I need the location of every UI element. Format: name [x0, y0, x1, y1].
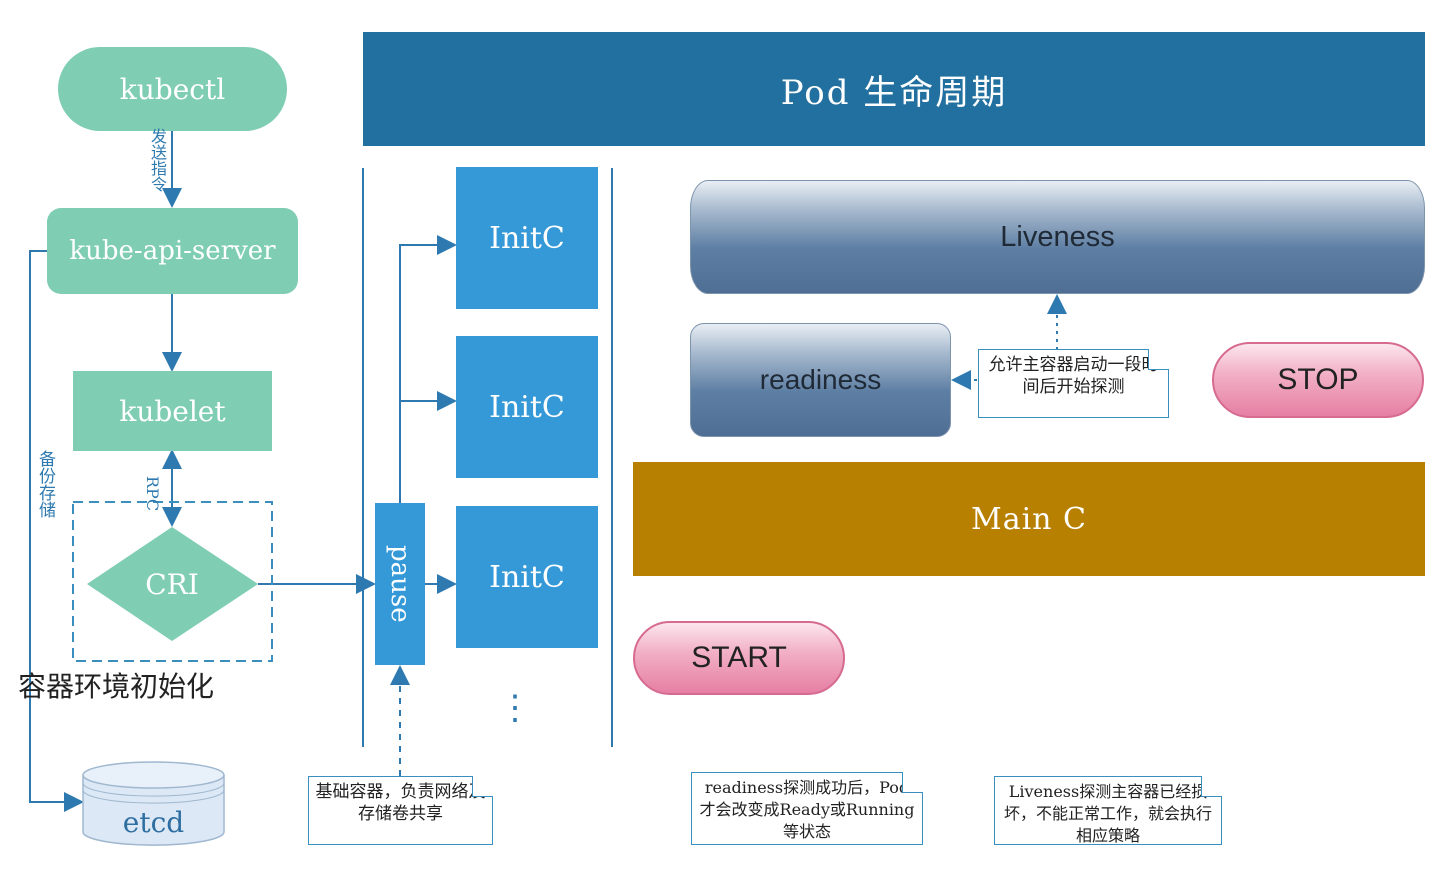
stop-label: STOP: [1277, 363, 1359, 396]
note-fold-corner: [472, 776, 493, 797]
start-label: START: [691, 641, 787, 674]
kubectl-node: kubectl: [58, 47, 287, 131]
main-container: Main C: [633, 462, 1425, 576]
readiness-delay-note: 允许主容器启动一段时间后开始探测: [978, 349, 1169, 418]
readiness-delay-note-text: 允许主容器启动一段时间后开始探测: [988, 355, 1159, 397]
backup-storage-label: 备份存储: [35, 450, 55, 518]
kubelet-label: kubelet: [119, 394, 226, 428]
initc-label: InitC: [489, 559, 565, 595]
etcd-label: etcd: [122, 805, 185, 839]
arrow-pause-to-initc-1: [399, 235, 457, 503]
liveness-note: Liveness探测主容器已经损坏，不能正常工作，就会执行相应策略: [994, 776, 1222, 845]
kubelet-node: kubelet: [73, 371, 272, 451]
pause-note-text: 基础容器，负责网络及存储卷共享: [315, 782, 486, 824]
readiness-note: readiness探测成功后，Pod才会改变成Ready或Running 等状态: [691, 772, 923, 845]
page-title: Pod 生命周期: [780, 72, 1008, 113]
pod-lifecycle-banner: Pod 生命周期: [363, 32, 1425, 146]
pause-label: pause: [385, 545, 415, 623]
initc-label: InitC: [489, 389, 565, 425]
send-command-label: 发送指令: [148, 128, 167, 192]
liveness-probe: Liveness: [690, 180, 1425, 294]
note-fold-corner: [902, 772, 923, 793]
container-env-init-label: 容器环境初始化: [18, 670, 215, 703]
rpc-label: RPC: [143, 476, 162, 512]
pause-note: 基础容器，负责网络及存储卷共享: [308, 776, 493, 845]
note-fold-corner: [1201, 776, 1222, 797]
liveness-note-text: Liveness探测主容器已经损坏，不能正常工作，就会执行相应策略: [1003, 782, 1212, 845]
kube-api-server-node: kube-api-server: [47, 208, 298, 294]
etcd-cylinder: [82, 761, 225, 846]
initc-box-2: InitC: [456, 336, 598, 478]
readiness-probe: readiness: [690, 323, 951, 437]
start-pill: START: [633, 621, 845, 695]
arrow-api-to-etcd: [29, 250, 84, 812]
note-fold-corner: [1148, 349, 1169, 370]
readiness-label: readiness: [759, 364, 882, 395]
initc-box-1: InitC: [456, 167, 598, 309]
initc-label: InitC: [489, 220, 565, 256]
pause-container: pause: [375, 503, 425, 665]
liveness-label: Liveness: [1000, 220, 1115, 253]
initc-box-3: InitC: [456, 506, 598, 648]
main-c-label: Main C: [970, 501, 1087, 537]
kubectl-label: kubectl: [119, 72, 226, 106]
more-initc-ellipsis: ⋮: [498, 688, 532, 728]
stop-pill: STOP: [1212, 342, 1424, 418]
cri-label: CRI: [145, 567, 199, 601]
readiness-note-text: readiness探测成功后，Pod才会改变成Ready或Running 等状态: [699, 778, 915, 841]
cri-dashed-frame: [72, 501, 273, 662]
kube-api-server-label: kube-api-server: [69, 236, 276, 266]
cri-diamond: [87, 527, 258, 641]
